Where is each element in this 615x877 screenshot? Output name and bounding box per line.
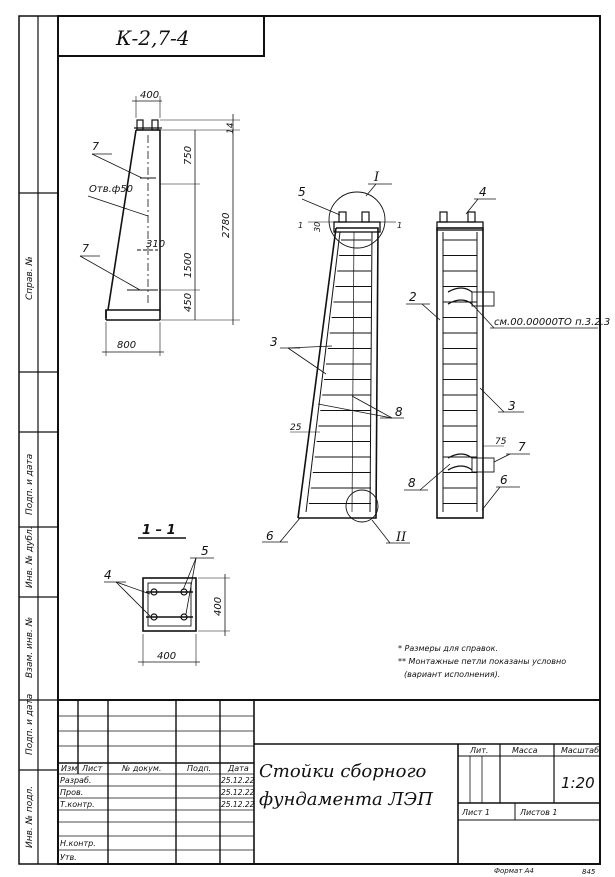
col-izm: Изм <box>61 764 77 773</box>
scale-value: 1:20 <box>561 774 595 792</box>
front-dim-30: 30 <box>313 222 322 232</box>
row-role-2: Т.контр. <box>60 800 95 809</box>
section-1-1: 1 – 1 4 5 400 400 <box>104 523 230 666</box>
side-label-8: 8 <box>408 476 416 490</box>
side-label-sprav: Справ. № <box>25 256 35 300</box>
front-view: 5 I 30 1 1 3 8 25 6 II <box>262 170 410 545</box>
section-dim-h: 400 <box>213 597 224 616</box>
col-list: Лист <box>81 764 103 773</box>
drawing-title-line1: Стойки сборного <box>259 761 427 782</box>
side-label-inv-dubl: Инв. № дубл. <box>25 526 35 588</box>
elev-dim-450: 450 <box>183 293 194 312</box>
drawing-title-line2: фундамента ЛЭП <box>259 789 433 810</box>
footer-code: 845 <box>582 868 596 876</box>
col-doc: № докум. <box>121 764 161 773</box>
elev-dim-310: 310 <box>146 239 165 250</box>
section-label-5: 5 <box>201 544 209 558</box>
col-date: Дата <box>227 764 249 773</box>
side-label-6: 6 <box>500 473 508 487</box>
row-role-0: Разраб. <box>60 776 91 785</box>
note-3: (вариант исполнения). <box>404 670 500 679</box>
scale-label: Масштаб <box>561 746 599 755</box>
drawing-code: К-2,7-4 <box>115 26 190 50</box>
side-label-2: 2 <box>409 290 417 304</box>
side-label-inv-podl: Инв. № подл. <box>25 786 35 848</box>
sheets-label: Листов 1 <box>519 808 558 817</box>
elev-label-7a: 7 <box>92 140 99 153</box>
footer-format: Формат А4 <box>494 867 534 875</box>
row-role-1: Пров. <box>60 788 83 797</box>
row-date-1: 25.12.22 <box>221 788 255 797</box>
side-label-vzam: Взам. инв. № <box>25 617 35 678</box>
row-role-5: Утв. <box>60 853 77 862</box>
title-block: Изм Лист № докум. Подп. Дата Разраб. 25.… <box>58 699 600 864</box>
front-label-5: 5 <box>298 185 306 199</box>
front-label-6: 6 <box>266 529 274 543</box>
side-dim-75: 75 <box>495 437 507 447</box>
elev-dim-750: 750 <box>183 146 194 165</box>
side-label-podp1: Подп. и дата <box>25 454 35 515</box>
elev-hole-label: Отв.ф50 <box>89 184 133 195</box>
section-dim-w: 400 <box>157 651 176 662</box>
lit-label: Лит. <box>469 746 488 755</box>
elevation-view: 400 750 2780 1500 450 14 310 800 7 Отв.ф… <box>79 90 240 356</box>
code-box <box>57 15 265 57</box>
side-view: 4 2 см.00.00000ТО п.3.2.3 3 75 7 8 6 <box>404 185 610 519</box>
mass-label: Масса <box>512 746 538 755</box>
row-date-2: 25.12.22 <box>221 800 255 809</box>
row-role-4: Н.контр. <box>60 839 96 848</box>
row-date-0: 25.12.22 <box>221 776 255 785</box>
note-1: * Размеры для справок. <box>398 644 498 653</box>
elev-dim-2780: 2780 <box>221 213 232 238</box>
section-title: 1 – 1 <box>142 523 176 538</box>
col-sign: Подп. <box>187 764 211 773</box>
front-label-I: I <box>373 170 380 185</box>
elev-label-7b: 7 <box>82 242 89 255</box>
side-ref: см.00.00000ТО п.3.2.3 <box>494 317 610 328</box>
front-dim-25: 25 <box>290 423 302 433</box>
side-label-3: 3 <box>508 399 516 413</box>
side-label-4: 4 <box>479 185 487 199</box>
front-label-II: II <box>395 530 407 545</box>
front-label-3: 3 <box>270 335 278 349</box>
side-label-podp2: Подп. и дата <box>25 694 35 755</box>
elev-dim-14: 14 <box>226 122 236 134</box>
notes: * Размеры для справок. ** Монтажные петл… <box>398 644 566 679</box>
side-label-7: 7 <box>518 440 526 454</box>
elev-dim-base: 800 <box>117 340 136 351</box>
note-2: ** Монтажные петли показаны условно <box>398 657 566 666</box>
front-label-8: 8 <box>395 405 403 419</box>
sheet-label: Лист 1 <box>461 808 490 817</box>
front-dim-1-right: 1 <box>397 221 402 230</box>
elev-dim-1500: 1500 <box>183 253 194 278</box>
front-dim-1-left: 1 <box>298 221 303 230</box>
section-label-4: 4 <box>104 568 112 582</box>
elev-dim-top: 400 <box>140 90 159 101</box>
